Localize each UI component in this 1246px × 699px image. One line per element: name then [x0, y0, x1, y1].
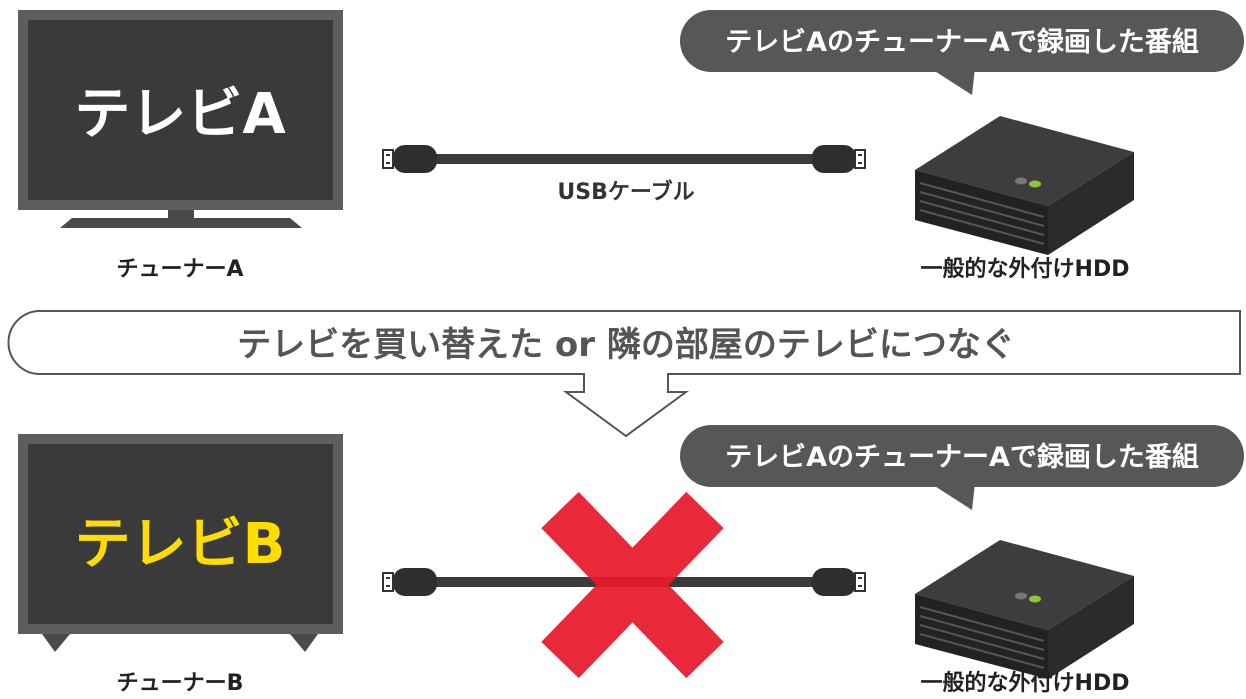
hdd-side-face: [1048, 576, 1134, 679]
usb-plug-right-tip: [854, 572, 866, 592]
hdd-side-face: [1048, 152, 1134, 255]
hdd-top-face: [915, 540, 1134, 630]
bubble-bottom-tail: [930, 483, 975, 510]
usb-cable-label: USBケーブル: [557, 179, 694, 205]
tv-b-leg-left: [42, 634, 70, 652]
usb-cable-top: [382, 145, 866, 173]
tuner-a-label: チューナーA: [116, 257, 243, 282]
tv-b: テレビB: [18, 434, 343, 652]
bubble-top-body: [680, 10, 1244, 72]
tv-b-label: テレビB: [75, 512, 286, 577]
bubble-top-text: テレビAのチューナーAで録画した番組: [725, 26, 1199, 58]
hdd-top: [915, 116, 1134, 255]
tv-a: テレビA: [18, 10, 343, 228]
usb-plug-left-tip: [382, 572, 394, 592]
hdd-bottom-label: 一般的な外付けHDD: [921, 670, 1130, 695]
bubble-bottom-body: [680, 425, 1244, 487]
banner-text: テレビを買い替えた or 隣の部屋のテレビにつなぐ: [237, 325, 1015, 365]
tv-b-screen: [28, 444, 333, 624]
cross-mark-icon: [541, 491, 724, 679]
hdd-led-1: [1015, 177, 1027, 185]
hdd-top-face: [915, 116, 1134, 206]
cable-line: [430, 154, 818, 164]
banner-arrow-shape: [7, 310, 1241, 438]
hdd-top-label: 一般的な外付けHDD: [921, 256, 1130, 282]
usb-plug-left: [393, 568, 437, 596]
bubble-top-tail: [930, 68, 975, 95]
hdd-led-1: [1015, 592, 1027, 600]
transition-banner: テレビを買い替えた or 隣の部屋のテレビにつなぐ: [7, 310, 1241, 438]
bubble-bottom-text: テレビAのチューナーAで録画した番組: [725, 441, 1199, 473]
usb-plug-right: [812, 568, 856, 596]
usb-plug-right: [812, 145, 856, 173]
hdd-led-2: [1029, 180, 1041, 188]
hdd-bottom: [915, 540, 1134, 679]
speech-bubble-bottom: テレビAのチューナーAで録画した番組: [680, 425, 1244, 510]
tv-a-screen: [28, 20, 333, 200]
speech-bubble-top: テレビAのチューナーAで録画した番組: [680, 10, 1244, 95]
tuner-b-label: チューナーB: [117, 671, 244, 695]
tv-b-leg-right: [290, 634, 318, 652]
tv-a-stand: [60, 218, 302, 228]
tv-a-label: テレビA: [74, 82, 286, 147]
usb-plug-left-tip: [382, 149, 394, 169]
tv-a-neck: [168, 210, 194, 218]
hdd-led-2: [1029, 595, 1041, 603]
usb-plug-right-tip: [854, 149, 866, 169]
usb-plug-left: [393, 145, 437, 173]
